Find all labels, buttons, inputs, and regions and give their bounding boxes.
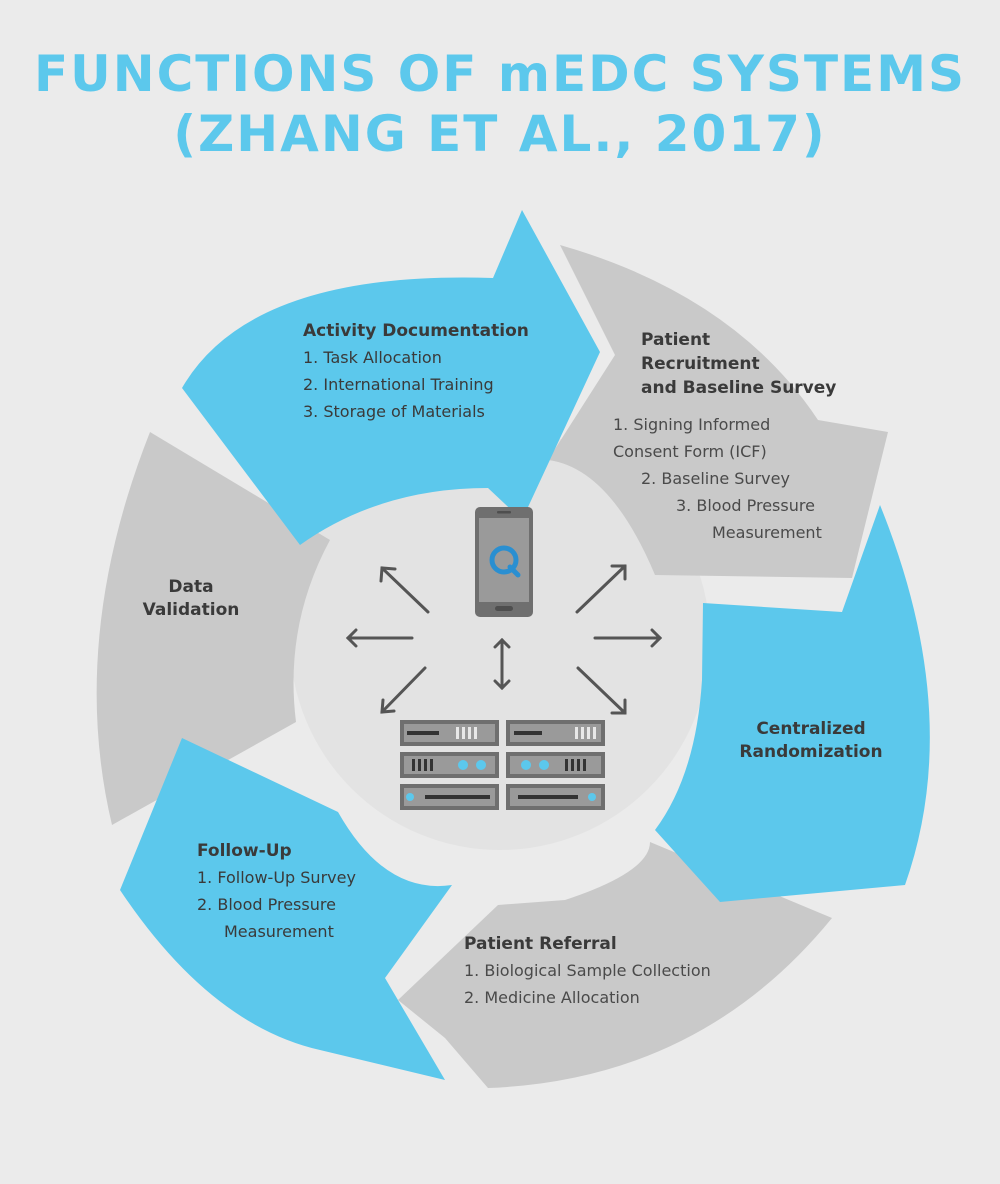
q-logo-icon (489, 545, 521, 578)
segment-patient-referral (398, 842, 832, 1088)
follow-up-item: 2. Blood Pressure (197, 895, 336, 914)
segment-centralized-randomization (655, 505, 930, 902)
page-title: FUNCTIONS OF mEDC SYSTEMS (ZHANG ET AL.,… (0, 44, 1000, 164)
patient-recruitment-heading: and Baseline Survey (641, 378, 836, 398)
activity-documentation-item: 2. International Training (303, 375, 494, 394)
patient-referral-heading: Patient Referral (464, 934, 617, 954)
title-line-2: (ZHANG ET AL., 2017) (173, 105, 827, 163)
activity-documentation-item: 1. Task Allocation (303, 348, 442, 367)
follow-up-heading: Follow-Up (197, 841, 292, 861)
patient-recruitment-item: 1. Signing Informed (613, 415, 770, 434)
segment-activity-documentation (182, 210, 600, 545)
segment-follow-up (120, 738, 452, 1080)
arrow-group (345, 564, 663, 715)
follow-up-item: 1. Follow-Up Survey (197, 868, 356, 887)
activity-documentation-item: 3. Storage of Materials (303, 402, 485, 421)
title-line-1: FUNCTIONS OF mEDC SYSTEMS (34, 45, 966, 103)
arrow-vertical (493, 637, 511, 691)
arrow-right (593, 628, 663, 648)
patient-recruitment-item: Consent Form (ICF) (613, 442, 767, 461)
patient-referral-item: 2. Medicine Allocation (464, 988, 640, 1007)
arrow-left (345, 628, 414, 648)
follow-up-item: Measurement (224, 922, 334, 941)
patient-recruitment-item: 2. Baseline Survey (641, 469, 790, 488)
segment-data-validation (96, 432, 330, 825)
patient-recruitment-heading: Patient (641, 330, 710, 350)
arrow-down-right (576, 666, 627, 715)
arrow-down-left (380, 666, 427, 714)
activity-documentation-heading: Activity Documentation (303, 321, 529, 341)
centralized-randomization-heading: Randomization (739, 742, 882, 762)
segment-patient-recruitment (548, 245, 888, 578)
patient-recruitment-item: 3. Blood Pressure (676, 496, 815, 515)
patient-recruitment-heading: Recruitment (641, 354, 760, 374)
patient-recruitment-item: Measurement (712, 523, 822, 542)
centralized-randomization-heading: Centralized (756, 719, 865, 739)
arrow-up-left (379, 566, 430, 614)
data-validation-heading: Validation (143, 600, 240, 620)
data-validation-heading: Data (168, 577, 213, 597)
arrow-up-right (575, 564, 627, 614)
patient-referral-item: 1. Biological Sample Collection (464, 961, 711, 980)
smartphone-icon (475, 507, 533, 617)
server-rack-icon (400, 720, 605, 810)
